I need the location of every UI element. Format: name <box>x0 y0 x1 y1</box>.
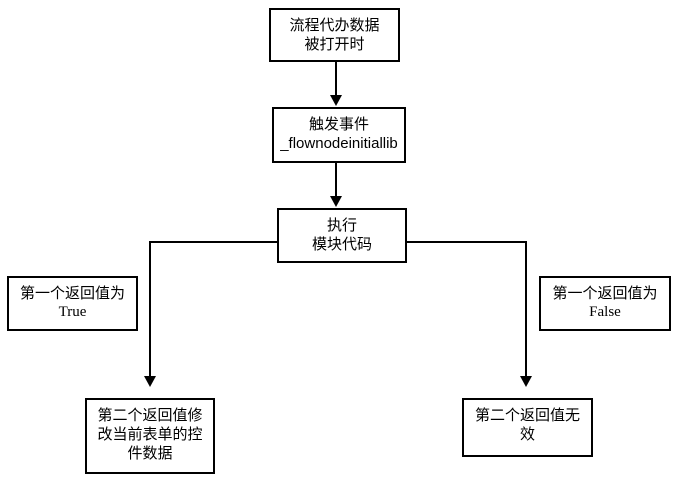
connector-branch-left-horizontal <box>149 241 277 243</box>
node-execute-line2: 模块代码 <box>311 236 372 253</box>
node-trigger-line1: 触发事件 <box>308 116 369 133</box>
arrow-down-icon <box>520 376 532 387</box>
connector-trigger-execute-line <box>335 163 337 196</box>
connector-start-trigger-line <box>335 62 337 95</box>
node-condition-true-line1: 第一个返回值为 <box>19 285 125 302</box>
node-condition-false: 第一个返回值为 False <box>539 276 671 331</box>
connector-branch-left-vertical <box>149 241 151 376</box>
node-execute-line1: 执行 <box>326 217 357 234</box>
connector-branch-right-horizontal <box>406 241 527 243</box>
node-result-true: 第二个返回值修 改当前表单的控 件数据 <box>85 398 215 474</box>
arrow-down-icon <box>330 95 342 106</box>
node-trigger: 触发事件 _flownodeinitiallib <box>272 107 406 163</box>
node-result-false-line1: 第二个返回值无 <box>474 407 580 424</box>
node-start-line2: 被打开时 <box>304 36 365 53</box>
node-condition-false-line1: 第一个返回值为 <box>552 285 658 302</box>
node-condition-true-line2: True <box>58 304 87 320</box>
node-start: 流程代办数据 被打开时 <box>269 8 400 62</box>
node-result-true-line1: 第二个返回值修 <box>97 407 203 424</box>
connector-branch-right-vertical <box>525 241 527 376</box>
node-execute: 执行 模块代码 <box>277 208 407 263</box>
node-result-true-line3: 件数据 <box>127 445 173 462</box>
node-condition-true: 第一个返回值为 True <box>7 276 138 331</box>
node-trigger-line2: _flownodeinitiallib <box>280 135 398 152</box>
node-result-false: 第二个返回值无 效 <box>462 398 593 457</box>
node-result-false-line2: 效 <box>519 426 535 443</box>
arrow-down-icon <box>144 376 156 387</box>
node-start-line1: 流程代办数据 <box>289 17 380 34</box>
arrow-down-icon <box>330 196 342 207</box>
node-result-true-line2: 改当前表单的控 <box>97 426 203 443</box>
node-condition-false-line2: False <box>589 304 621 320</box>
